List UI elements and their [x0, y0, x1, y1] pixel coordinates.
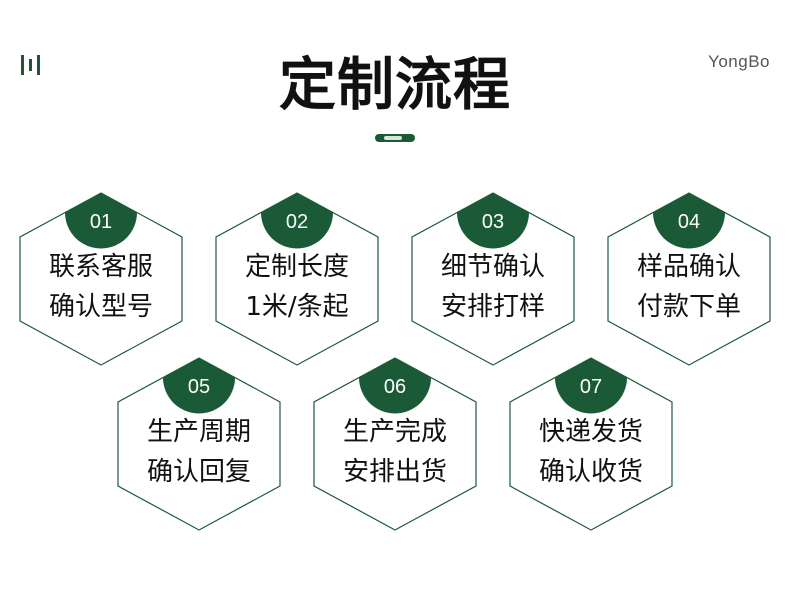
step-detail: 确认收货 — [538, 457, 643, 487]
hexagon-frame — [117, 357, 281, 531]
hexagon-frame — [509, 357, 673, 531]
step-detail: 安排出货 — [342, 457, 447, 487]
step-card: 01 联系客服 确认型号 — [18, 191, 184, 367]
step-number: 01 — [89, 211, 113, 233]
step-number: 02 — [285, 211, 309, 233]
title-underline — [375, 134, 415, 142]
step-title: 样品确认 — [636, 252, 741, 282]
brand-name: YongBo — [708, 52, 770, 71]
step-number: 04 — [677, 211, 701, 233]
step-detail: 确认型号 — [48, 292, 153, 322]
step-title: 生产周期 — [146, 417, 251, 447]
step-number: 03 — [481, 211, 505, 233]
step-detail: 付款下单 — [636, 292, 741, 322]
step-detail: 确认回复 — [146, 457, 251, 487]
step-title: 快递发货 — [538, 417, 643, 447]
hexagon-frame — [313, 357, 477, 531]
step-card: 03 细节确认 安排打样 — [410, 191, 576, 367]
hexagon-frame — [19, 192, 183, 366]
step-detail: 1米/条起 — [245, 292, 349, 322]
step-card: 02 定制长度 1米/条起 — [214, 191, 380, 367]
step-detail: 安排打样 — [440, 292, 545, 322]
step-title: 生产完成 — [342, 417, 447, 447]
step-title: 定制长度 — [244, 252, 349, 282]
step-card: 04 样品确认 付款下单 — [606, 191, 772, 367]
step-card: 06 生产完成 安排出货 — [312, 356, 478, 532]
step-number: 07 — [579, 376, 603, 398]
step-number: 05 — [187, 376, 211, 398]
step-title: 细节确认 — [440, 252, 545, 282]
step-number: 06 — [383, 376, 407, 398]
vertical-bars-icon — [21, 55, 40, 75]
page-title: 定制流程 — [279, 52, 511, 118]
hexagon-frame — [411, 192, 575, 366]
hexagon-frame — [607, 192, 771, 366]
step-card: 05 生产周期 确认回复 — [116, 356, 282, 532]
step-card: 07 快递发货 确认收货 — [508, 356, 674, 532]
hexagon-frame — [215, 192, 379, 366]
step-title: 联系客服 — [48, 252, 153, 282]
